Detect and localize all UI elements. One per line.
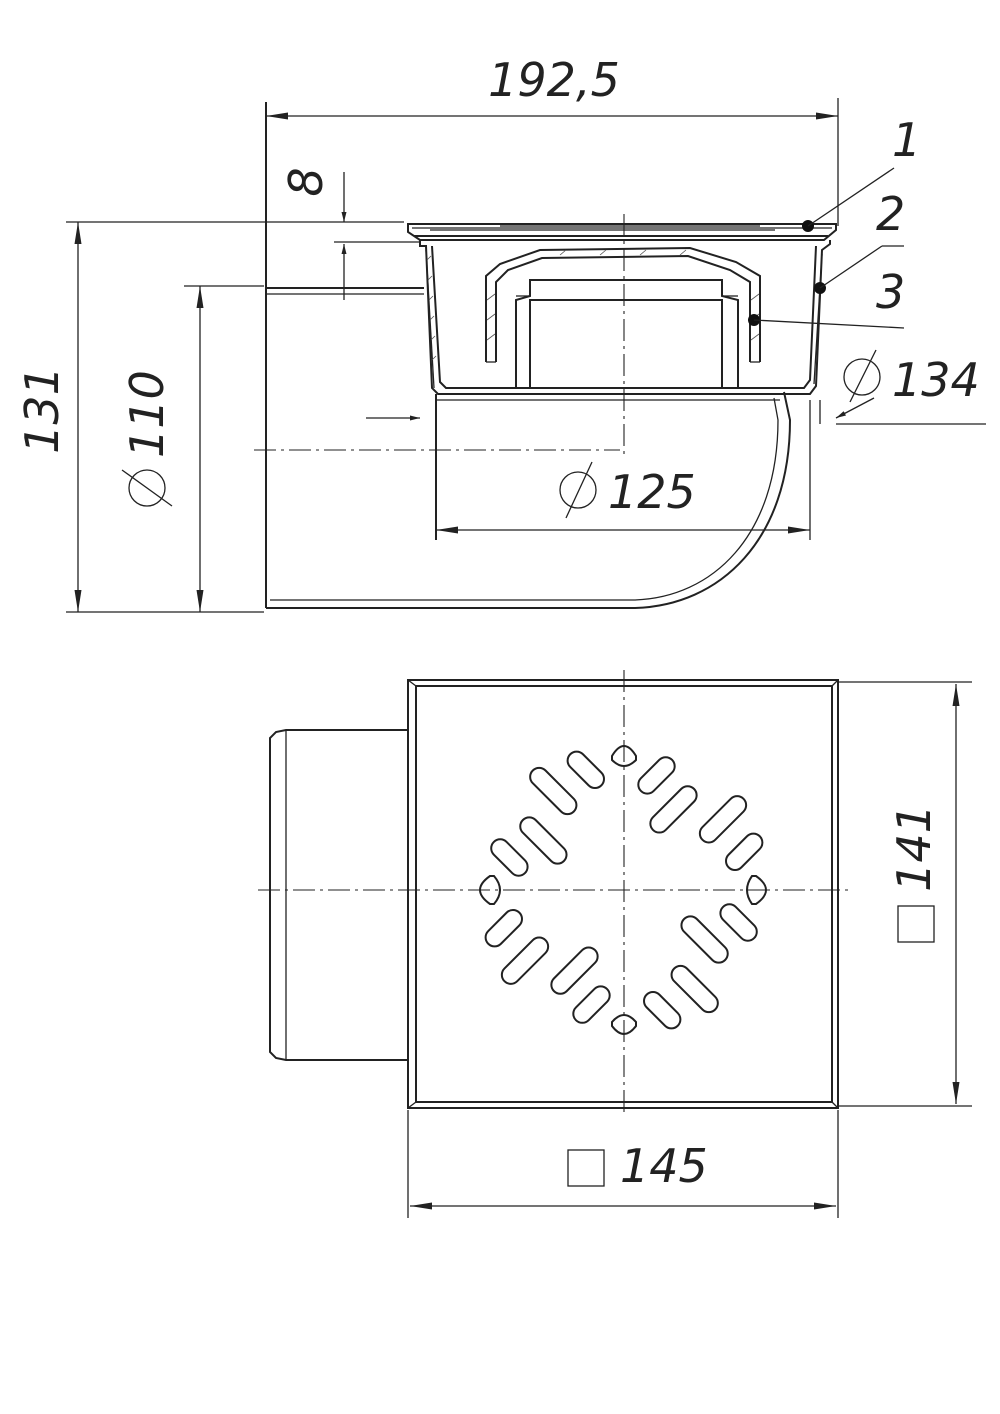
body-diameter-label: 125 — [608, 465, 696, 519]
callout-3: 3 — [748, 265, 905, 329]
grate-lugs — [479, 745, 767, 1035]
section-view: 192,5 8 131 110 125 — [15, 53, 986, 613]
standpipe — [515, 279, 739, 388]
grate-slot — [550, 946, 599, 995]
outlet-pipe — [265, 102, 792, 609]
dimension-grate-side: 141 — [838, 681, 972, 1107]
grate-slot — [643, 991, 682, 1030]
grate-slot — [719, 903, 758, 942]
svg-text:2: 2 — [876, 187, 905, 241]
grate-slot — [566, 750, 605, 789]
square-symbol-icon — [567, 1149, 605, 1187]
wall-hatching — [426, 249, 760, 361]
lug-bottom — [611, 1014, 637, 1035]
plan-frame — [407, 679, 839, 1109]
grate-slot — [698, 795, 748, 844]
extension-lines — [66, 98, 986, 613]
grate-side-label: 141 — [887, 804, 941, 892]
dimension-overall-length: 192,5 — [266, 53, 838, 120]
siphon-bell — [485, 246, 761, 363]
svg-text:1: 1 — [892, 113, 921, 167]
grate-slot — [490, 838, 529, 877]
outlet-diameter-label: 110 — [120, 370, 174, 458]
frame-side-label: 145 — [620, 1139, 708, 1193]
grate-slots — [484, 750, 764, 1030]
grate-slot — [519, 816, 568, 865]
dimension-frame-side: 145 — [407, 1110, 839, 1218]
overall-length-label: 192,5 — [488, 53, 620, 107]
svg-text:3: 3 — [876, 265, 905, 319]
grate-slot — [500, 936, 550, 985]
dimension-outlet-diameter: 110 — [120, 286, 204, 612]
grate-slot — [670, 964, 719, 1014]
flange-diameter-label: 134 — [892, 353, 980, 407]
grate-slot — [725, 832, 764, 871]
dimension-grate-thickness: 8 — [279, 167, 347, 300]
dimension-body-diameter: 125 — [436, 461, 810, 534]
grate-slot — [637, 756, 676, 795]
drain-body — [419, 240, 831, 395]
grate-slot — [572, 985, 611, 1024]
callout-1: 1 — [802, 113, 921, 232]
lug-left — [479, 875, 501, 905]
grate-thickness-label: 8 — [279, 167, 333, 196]
grate-slot — [529, 766, 578, 816]
square-symbol-icon — [897, 905, 935, 943]
lug-right — [746, 875, 767, 905]
overall-height-label: 131 — [15, 366, 69, 454]
grate-slot — [680, 915, 729, 964]
callout-2: 2 — [814, 187, 905, 294]
lug-top — [611, 745, 637, 767]
grate-slot — [484, 909, 523, 948]
plan-outlet-stub — [269, 729, 408, 1061]
dimension-flange-diameter: 134 — [366, 349, 980, 421]
grate-flange — [407, 223, 837, 241]
grate-slot — [649, 785, 698, 834]
plan-view: 141 145 — [258, 670, 972, 1218]
dimension-overall-height: 131 — [15, 222, 82, 612]
